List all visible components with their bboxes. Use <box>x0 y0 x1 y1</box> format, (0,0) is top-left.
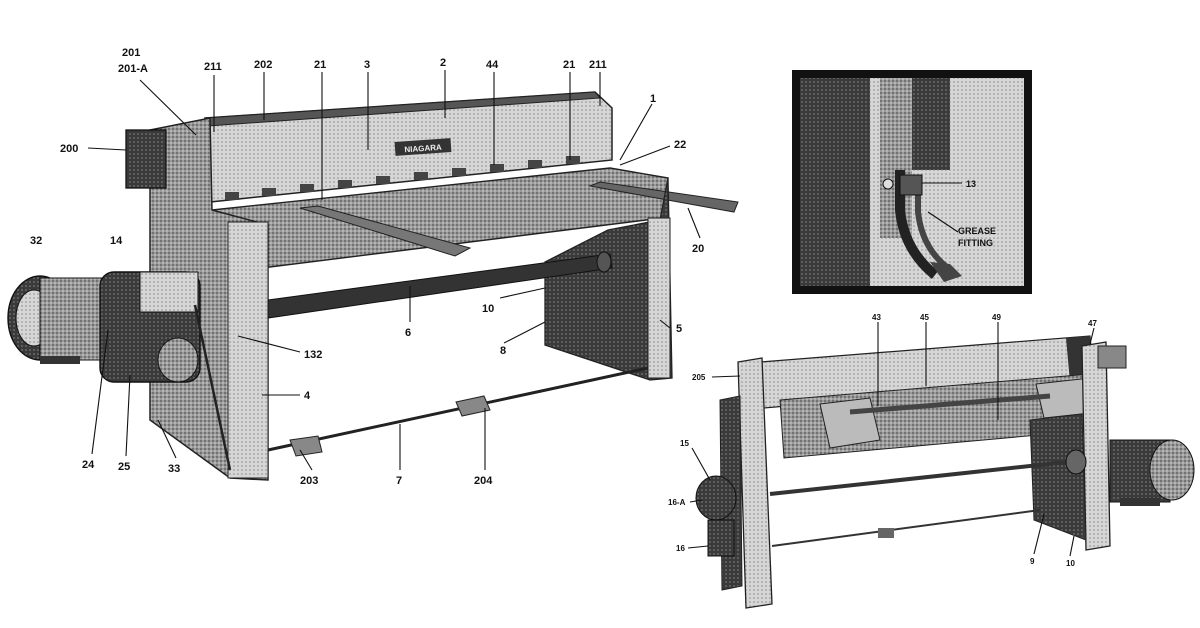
callout-200: 200 <box>60 143 78 155</box>
callout-22: 22 <box>674 139 686 151</box>
callout-4: 4 <box>304 390 311 402</box>
callout-32: 32 <box>30 235 42 247</box>
electrical-box <box>125 129 167 189</box>
inset-grease-label-2: FITTING <box>958 238 993 248</box>
callout-6: 6 <box>405 327 411 339</box>
front-gauge-arm <box>299 205 472 257</box>
treadle-pad-left <box>289 435 323 457</box>
callout-2: 2 <box>440 57 446 69</box>
rear-view-illustration <box>695 335 1195 609</box>
callout-5: 5 <box>676 323 682 335</box>
brand-plate-text: NIAGARA <box>404 143 442 155</box>
callout-33: 33 <box>168 463 180 475</box>
callout-8: 8 <box>500 345 506 357</box>
rear-callout-49: 49 <box>992 313 1001 322</box>
callout-10: 10 <box>482 303 494 315</box>
foot-treadle-bar <box>267 366 649 452</box>
callout-3: 3 <box>364 59 370 71</box>
rear-callout-16-a: 16-A <box>668 498 686 507</box>
rear-view-callouts: 43 45 49 47 205 15 16-A 16 9 10 <box>668 313 1097 568</box>
main-view-leader-lines <box>87 70 701 471</box>
rear-drive-motor <box>1109 439 1195 506</box>
rear-callout-47: 47 <box>1088 319 1097 328</box>
rear-callout-16: 16 <box>676 544 685 553</box>
callout-203: 203 <box>300 475 318 487</box>
inset-callout-13: 13 <box>966 179 976 189</box>
callout-204: 204 <box>474 475 493 487</box>
callout-211-right: 211 <box>589 59 607 71</box>
callout-201-a: 201-A <box>118 63 148 75</box>
treadle-shaft <box>267 253 613 319</box>
main-shear-illustration: NIAGARA <box>7 91 739 481</box>
gear-reducer <box>99 271 201 383</box>
treadle-pad-center <box>455 395 491 417</box>
rear-view-leader-lines <box>687 322 1095 557</box>
rear-callout-205: 205 <box>692 373 706 382</box>
callout-1: 1 <box>650 93 656 105</box>
rear-side-box <box>695 475 737 557</box>
rear-callout-10: 10 <box>1066 559 1075 568</box>
callout-201: 201 <box>122 47 140 59</box>
rear-callout-43: 43 <box>872 313 881 322</box>
hold-down-clamps <box>225 156 580 200</box>
callout-21-right: 21 <box>563 59 575 71</box>
rear-callout-45: 45 <box>920 313 929 322</box>
callout-132: 132 <box>304 349 322 361</box>
callout-20: 20 <box>692 243 704 255</box>
brand-plate <box>394 138 452 156</box>
inset-grease-label-1: GREASE <box>958 226 996 236</box>
right-housing-face <box>647 217 671 379</box>
main-view-callouts: 201 201-A 211 202 21 3 2 44 21 211 1 22 … <box>30 47 704 487</box>
callout-24: 24 <box>82 459 95 471</box>
rear-callout-9: 9 <box>1030 557 1035 566</box>
callout-44: 44 <box>486 59 499 71</box>
callout-211-left: 211 <box>204 61 222 73</box>
callout-7: 7 <box>396 475 402 487</box>
inset-detail-photo: 13 GREASE FITTING <box>792 70 1032 294</box>
callout-25: 25 <box>118 461 130 473</box>
drive-motor <box>7 275 111 364</box>
left-housing-face <box>227 221 269 479</box>
callout-14: 14 <box>110 235 123 247</box>
callout-21-left: 21 <box>314 59 326 71</box>
rear-callout-15: 15 <box>680 439 689 448</box>
callout-202: 202 <box>254 59 272 71</box>
